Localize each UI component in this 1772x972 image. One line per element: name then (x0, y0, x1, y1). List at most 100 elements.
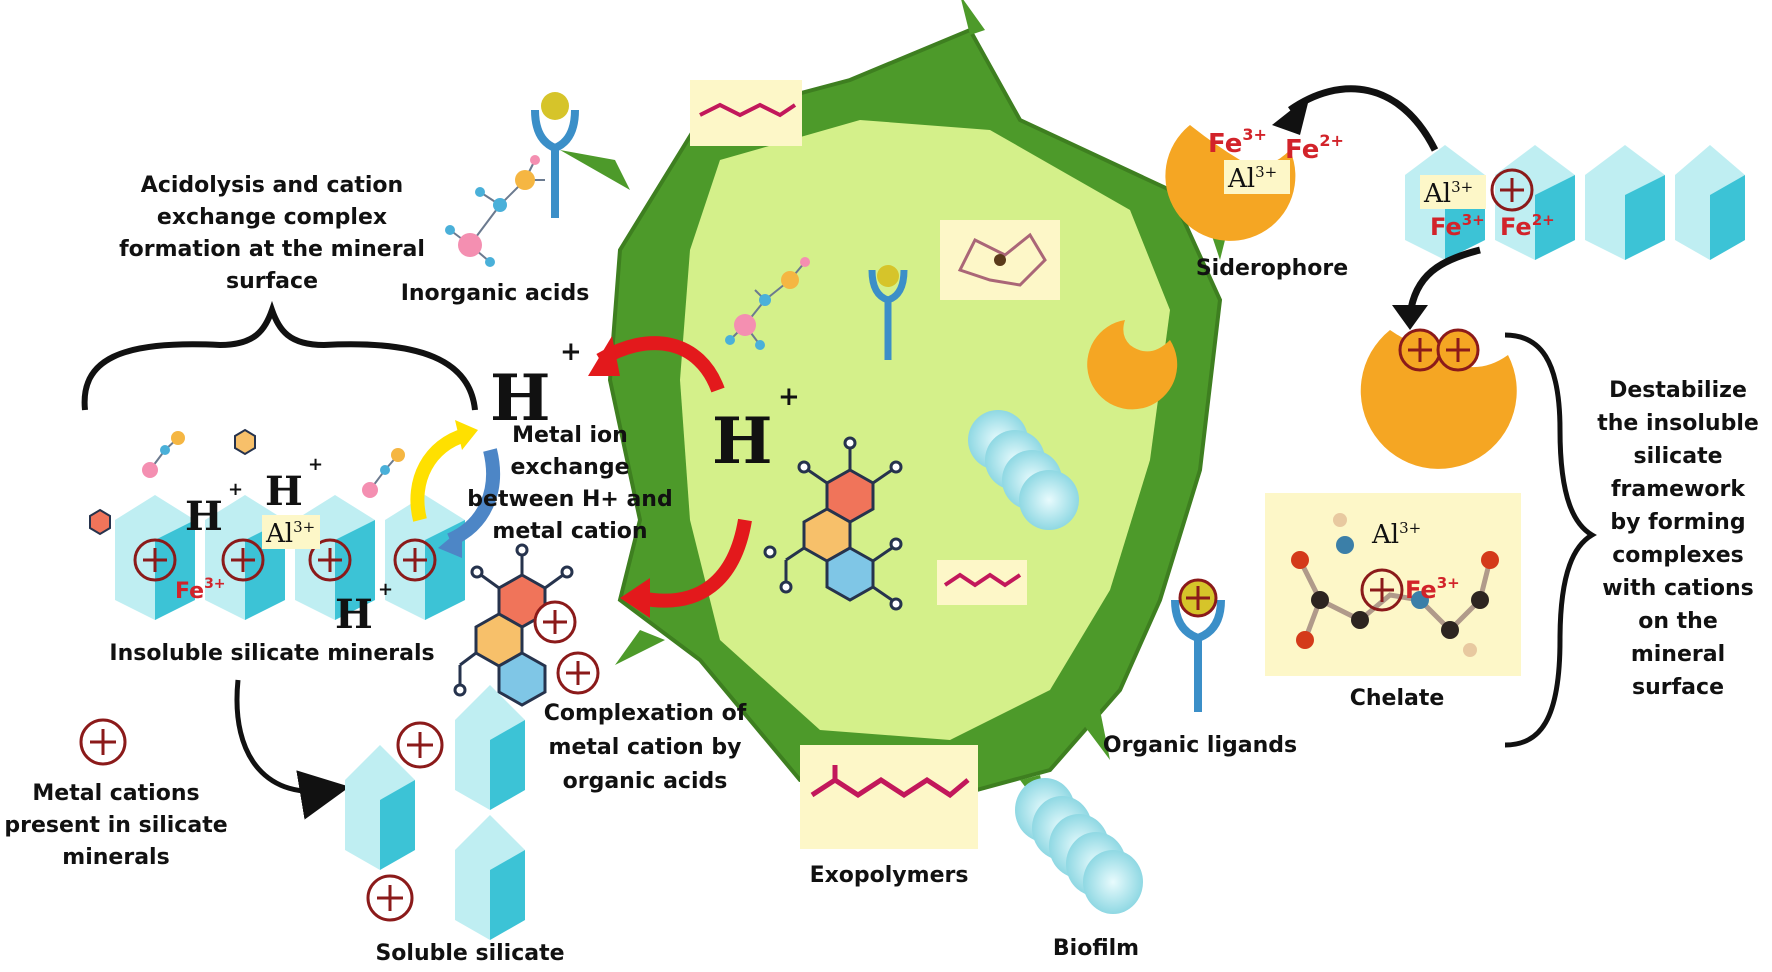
fe3-ion-label: Fe3+ (1430, 211, 1485, 241)
small-hexagon-molecule-icon (89, 428, 256, 536)
metal-cation-icon (1398, 328, 1442, 372)
svg-text:organic acids: organic acids (563, 769, 728, 794)
label-complexation: Complexation of metal cation by organic … (544, 701, 747, 794)
svg-text:by forming: by forming (1610, 510, 1745, 535)
svg-text:complexes: complexes (1612, 543, 1744, 568)
svg-text:exchange: exchange (511, 455, 630, 480)
bacterial-cell (560, 0, 1240, 820)
svg-text:minerals: minerals (62, 845, 169, 870)
metal-cation-icon (1436, 328, 1480, 372)
ligand-icon (531, 92, 579, 218)
polymer-icon (937, 560, 1027, 605)
small-molecule-icon (142, 431, 185, 478)
metal-cation-legend-icon (79, 718, 127, 766)
curly-brace-right (1504, 332, 1597, 748)
proton-charge: + (228, 479, 243, 500)
svg-text:formation at the mineral: formation at the mineral (119, 237, 425, 262)
proton-symbol: H (490, 361, 550, 436)
label-organic-ligands: Organic ligands (1103, 733, 1297, 758)
proton-symbol: H (185, 493, 223, 540)
acid-molecule-icon (725, 257, 810, 350)
metal-cation-icon (221, 538, 265, 582)
svg-text:on the: on the (1638, 609, 1718, 634)
metal-cation-icon (1490, 168, 1534, 212)
svg-text:Destabilize: Destabilize (1609, 378, 1747, 403)
proton-charge: + (560, 337, 582, 367)
label-biofilm: Biofilm (1053, 936, 1139, 961)
cell-spike (1080, 710, 1110, 760)
cell-spike (560, 150, 630, 190)
label-metal-ion-exchange: Metal ion exchange between H+ and metal … (467, 423, 672, 544)
organic-ligand-icon (1171, 578, 1225, 712)
proton-symbol: H (265, 468, 303, 515)
svg-text:Acidolysis and cation: Acidolysis and cation (141, 173, 403, 198)
metal-cation-icon (393, 538, 437, 582)
organic-acid-molecule-icon (763, 436, 903, 611)
curly-brace-top (81, 300, 478, 411)
arrow-head (455, 420, 478, 450)
proton-charge: + (778, 382, 800, 412)
fe2-ion-label: Fe2+ (1285, 131, 1344, 165)
arrow-head (620, 578, 650, 618)
svg-text:present in silicate: present in silicate (4, 813, 227, 838)
svg-text:Al3+: Al3+ (265, 518, 315, 549)
svg-text:framework: framework (1611, 477, 1746, 502)
chelate-structure (1265, 493, 1521, 676)
svg-text:with cations: with cations (1602, 576, 1754, 601)
proton-symbol: H (335, 591, 373, 638)
svg-text:Metal cations: Metal cations (32, 781, 199, 806)
al-ion-box: Al3+ (262, 515, 320, 549)
metal-cation-icon (396, 721, 444, 769)
proton-charge: + (308, 454, 323, 475)
label-chelate: Chelate (1350, 686, 1445, 711)
dissolution-arrow (234, 679, 350, 820)
al-ion-box: Al3+ (1420, 175, 1486, 209)
label-acidolysis: Acidolysis and cation exchange complex f… (119, 173, 425, 294)
polymer-icon (690, 80, 802, 146)
metal-cation-icon (556, 651, 600, 695)
label-destabilize: Destabilize the insoluble silicate frame… (1597, 378, 1759, 700)
svg-text:between H+ and: between H+ and (467, 487, 672, 512)
svg-text:surface: surface (1632, 675, 1724, 700)
svg-text:exchange complex: exchange complex (157, 205, 387, 230)
svg-text:silicate: silicate (1633, 444, 1722, 469)
svg-text:metal cation by: metal cation by (549, 735, 742, 760)
svg-text:mineral: mineral (1631, 642, 1725, 667)
exchange-arrow-up (410, 428, 468, 522)
metal-cation-icon (1360, 568, 1404, 612)
organic-acid-complex-icon (453, 543, 574, 707)
label-exopolymers: Exopolymers (810, 863, 969, 888)
chelation-arrow (1406, 246, 1481, 316)
proton-release-arrow (596, 336, 725, 393)
arrow-head (1272, 95, 1310, 135)
proton-charge: + (378, 579, 393, 600)
biofilm-icon (1015, 778, 1143, 914)
right-silicate-minerals (1405, 145, 1745, 260)
svg-text:Al3+: Al3+ (1227, 163, 1277, 194)
label-siderophore: Siderophore (1196, 256, 1348, 281)
arrow-head (438, 528, 462, 558)
arrow-head (588, 336, 620, 376)
biofilm-icon (968, 410, 1079, 530)
fe3-ion-label: Fe3+ (1208, 125, 1267, 159)
small-molecule-icon (362, 448, 405, 498)
svg-text:Al3+: Al3+ (1371, 519, 1421, 550)
svg-text:Complexation of: Complexation of (544, 701, 747, 726)
svg-text:surface: surface (226, 269, 318, 294)
exopolymer-icon (800, 745, 978, 849)
svg-text:metal cation: metal cation (492, 519, 647, 544)
svg-text:Metal ion: Metal ion (512, 423, 628, 448)
fe-ion-label: Fe3+ (175, 576, 226, 604)
siderophore-cation-complex (1360, 330, 1517, 469)
soluble-silicate-crystals (345, 685, 525, 940)
label-insoluble-silicate: Insoluble silicate minerals (109, 641, 434, 666)
metal-cation-icon (133, 538, 177, 582)
cell-spike (961, 0, 985, 35)
al-ion-label: Al3+ (1371, 519, 1421, 550)
cell-spike (615, 630, 665, 665)
fe-ion-label: Fe3+ (1405, 574, 1460, 604)
svg-text:Al3+: Al3+ (1423, 178, 1473, 209)
chelate-molecule-icon (940, 220, 1060, 300)
arrow-head (1392, 305, 1428, 330)
